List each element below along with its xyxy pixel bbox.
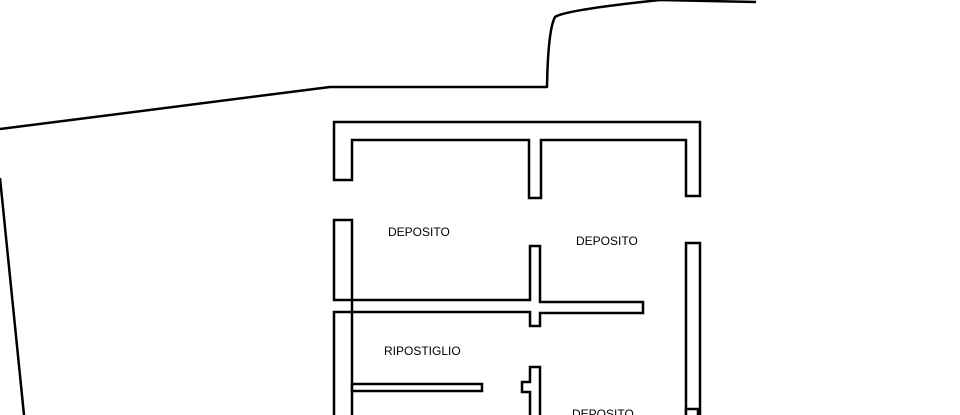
wall-right <box>684 241 702 415</box>
room-label-deposito-2: DEPOSITO <box>576 234 638 248</box>
room-label-ripostiglio: RIPOSTIGLIO <box>384 344 461 358</box>
wall-ripostiglio <box>350 382 484 393</box>
wall-top <box>332 120 702 200</box>
wall-partition-middle <box>350 244 645 328</box>
wall-right-stub <box>684 407 700 415</box>
room-label-deposito-3: DEPOSITO <box>572 407 634 415</box>
site-boundary-line-left <box>0 177 26 415</box>
site-boundary-line <box>0 0 757 131</box>
wall-left <box>332 218 354 302</box>
room-label-deposito-1: DEPOSITO <box>388 225 450 239</box>
wall-left-lower <box>332 310 354 415</box>
wall-stub <box>520 365 542 415</box>
